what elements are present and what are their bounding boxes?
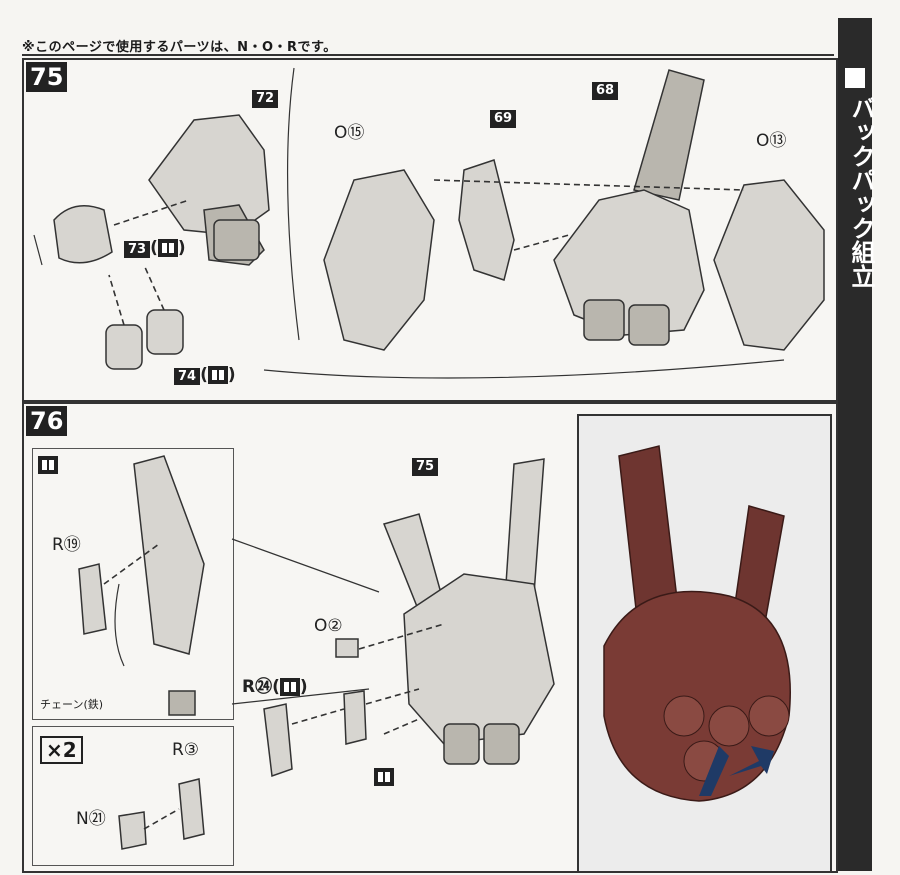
photo-thruster-3 (748, 695, 790, 737)
assembly-thruster-left (583, 299, 625, 341)
part-tag-74: 74 (174, 368, 201, 385)
part-r24-shell (263, 703, 293, 778)
part-tag-69: 69 (490, 110, 517, 128)
divider-curve-2 (263, 359, 785, 379)
photo-thruster-1 (663, 695, 705, 737)
part-tag-68: 68 (592, 82, 619, 100)
part-label-r3: R③ (172, 740, 200, 760)
guide-line-2 (231, 688, 370, 705)
arrow-o15-o13 (433, 179, 745, 191)
part-o15 (323, 169, 435, 351)
main-thruster-2 (483, 723, 520, 765)
part-74-right (146, 309, 184, 355)
page-note: ※このページで使用するパーツは、N・O・Rです。 (22, 40, 337, 55)
part-68 (633, 69, 705, 201)
assembled-photo (577, 414, 832, 873)
mirror-symbol-icon (207, 366, 228, 384)
main-body (403, 573, 555, 745)
part-label-o15: O⑮ (334, 123, 365, 143)
arrow-mark (33, 234, 43, 266)
divider-curve-1 (286, 67, 300, 341)
part-tag-75: 75 (412, 458, 439, 476)
arrow-n21 (143, 808, 180, 830)
part-tag-72: 72 (252, 90, 279, 108)
part-o2 (335, 638, 359, 658)
section-sidebar: バックパック組立 (838, 18, 875, 871)
inset-x2-box (32, 726, 234, 866)
inset-detail-box (32, 448, 234, 720)
arrow-r24 (291, 708, 345, 725)
mirror-symbol-icon (374, 767, 394, 786)
arrow-r19 (103, 543, 160, 585)
arrow-74-left (108, 274, 125, 326)
arrow-73-to-72 (113, 199, 190, 226)
inset-fin (133, 455, 205, 655)
part-label-r19: R⑲ (52, 535, 81, 555)
part-label-o2: O② (314, 616, 343, 636)
part-74-label: 74() (174, 365, 236, 385)
photo-arrow-out (729, 746, 774, 776)
mirror-symbol-icon (157, 239, 178, 257)
part-69 (458, 159, 515, 281)
body-mirror-symbol (374, 766, 394, 786)
step-75-panel: 75 72 73() 74() (22, 58, 838, 402)
photo-illustration (603, 445, 791, 802)
chain-icon (168, 690, 196, 716)
part-tag-73: 73 (124, 241, 151, 258)
step-75-diagram (33, 67, 825, 379)
part-74-left (105, 324, 143, 370)
arrow-r24-body-2 (383, 718, 420, 735)
section-title: バックパック組立 (847, 96, 875, 288)
part-r24-label: R㉔() (242, 677, 308, 697)
assembly-thruster-right (628, 304, 670, 346)
mirror-symbol-icon (279, 678, 300, 696)
part-label-o13: O⑬ (756, 131, 787, 151)
arrow-69-center (513, 234, 570, 251)
part-r24-joint (343, 690, 367, 745)
part-n21 (118, 811, 147, 850)
photo-arrow-in (699, 746, 729, 796)
sidebar-square-icon (845, 68, 865, 88)
photo-thruster-2 (708, 705, 750, 747)
quantity-badge: ×2 (40, 736, 83, 764)
part-73-label: 73() (124, 238, 186, 258)
chain-line (114, 583, 125, 667)
header-divider (22, 54, 834, 56)
part-r19 (78, 563, 107, 635)
part-r3 (178, 778, 205, 840)
guide-line-1 (231, 538, 380, 593)
arrow-o2 (358, 623, 445, 650)
part-73 (53, 205, 113, 264)
inset-mirror-symbol (38, 454, 58, 474)
step-76-diagram (78, 455, 555, 850)
mirror-symbol-icon (38, 455, 58, 474)
part-label-n21: N㉑ (76, 809, 106, 829)
step-76-badge: 76 (26, 406, 68, 436)
part-72-thruster (213, 219, 260, 261)
main-thruster-1 (443, 723, 480, 765)
part-o13 (713, 179, 825, 351)
step-75-badge: 75 (26, 62, 68, 92)
chain-label: チェーン(鉄) (40, 698, 104, 711)
arrow-74-right (143, 264, 165, 311)
arrow-r24-body (365, 688, 420, 705)
part-label-r24: R㉔ (242, 677, 273, 697)
